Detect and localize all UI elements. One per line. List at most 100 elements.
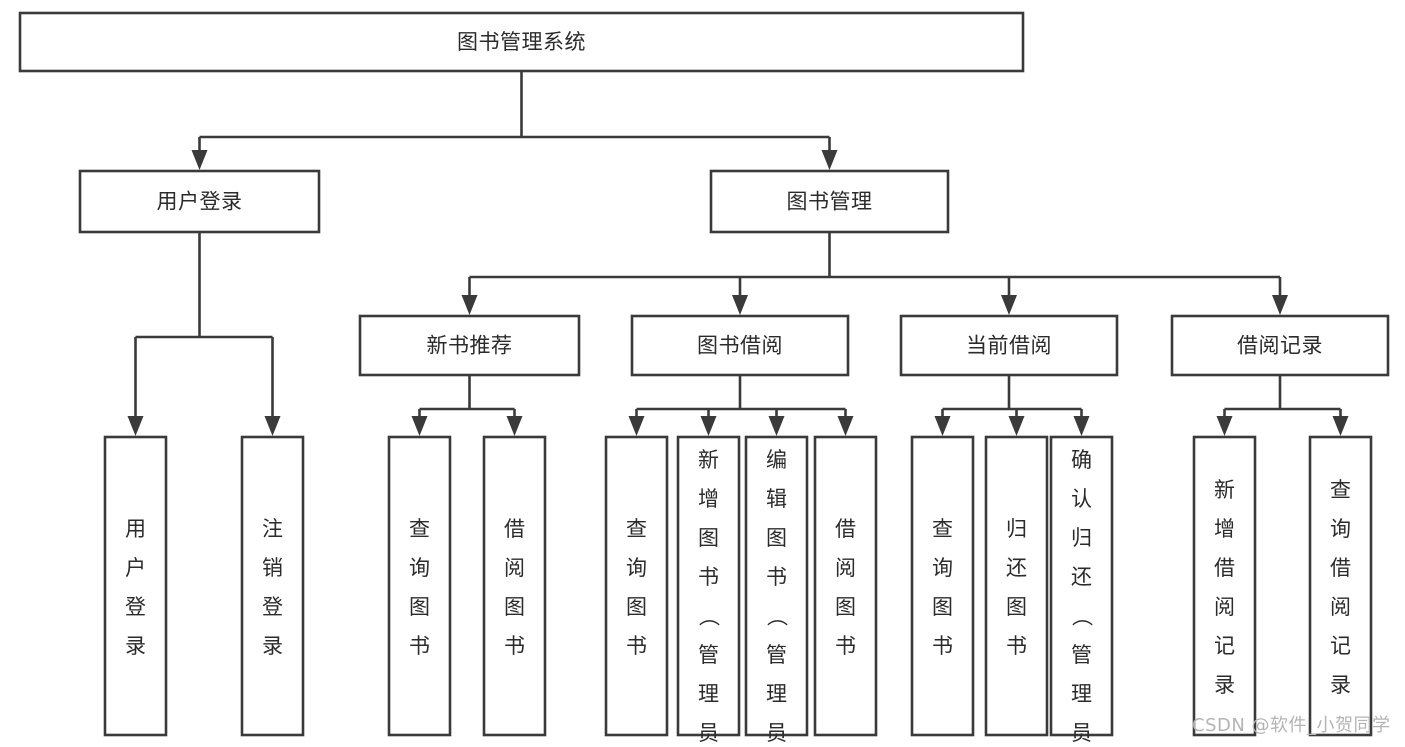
- node-label-char: 注: [262, 517, 283, 541]
- node-label-char: 编: [766, 448, 787, 472]
- node-label-char: （: [765, 606, 789, 627]
- node-label-user-login: 用户登录: [157, 190, 243, 214]
- node-label-char: 阅: [1214, 595, 1235, 619]
- arrow-head-icon: [837, 416, 854, 436]
- node-label-char: 询: [626, 556, 647, 580]
- node-box-current-borrow[interactable]: [899, 314, 1119, 377]
- node-box-borrow-records[interactable]: [1170, 314, 1390, 377]
- node-box-borrow-edit-book[interactable]: [744, 435, 809, 737]
- node-label-char: 书: [1006, 634, 1027, 658]
- node-label-char: 图: [626, 595, 647, 619]
- node-box-root[interactable]: [18, 11, 1025, 73]
- node-label-book-manage: 图书管理: [787, 190, 873, 214]
- node-label-char: 归: [1071, 526, 1092, 550]
- node-label-char: 理: [766, 682, 787, 706]
- node-label-char: 确: [1071, 448, 1092, 472]
- node-box-borrow-query-book[interactable]: [604, 435, 669, 737]
- node-box-current-query-book[interactable]: [910, 435, 975, 737]
- node-box-user-login-do[interactable]: [103, 435, 168, 737]
- node-box-book-manage[interactable]: [709, 169, 950, 234]
- arrow-head-icon: [821, 150, 838, 170]
- arrow-head-icon: [1272, 295, 1288, 315]
- node-label-char: 借: [835, 517, 856, 541]
- node-box-user-login[interactable]: [78, 169, 321, 234]
- node-user-login-do[interactable]: 用户登录: [103, 435, 168, 737]
- node-box-borrow-add-book[interactable]: [676, 435, 741, 737]
- node-label-char: 书: [932, 634, 953, 658]
- node-label-char: 阅: [835, 556, 856, 580]
- node-book-manage[interactable]: 图书管理: [709, 169, 950, 234]
- node-label-char: 还: [1006, 556, 1027, 580]
- node-label-char: 管: [766, 643, 787, 667]
- node-current-borrow[interactable]: 当前借阅: [899, 314, 1119, 377]
- node-book-borrow[interactable]: 图书借阅: [630, 314, 850, 377]
- node-label-char: 员: [698, 721, 719, 745]
- node-label-char: 图: [1006, 595, 1027, 619]
- node-label-char: 管: [698, 643, 719, 667]
- node-label-char: 员: [1071, 721, 1092, 745]
- node-label-char: 询: [409, 556, 430, 580]
- node-box-current-return-book[interactable]: [984, 435, 1049, 737]
- node-label-char: （: [1070, 606, 1094, 627]
- node-label-char: 增: [1214, 517, 1235, 541]
- node-label-char: 用: [125, 517, 146, 541]
- node-label-char: 图: [504, 595, 525, 619]
- node-label-char: 书: [626, 634, 647, 658]
- node-label-char: 员: [766, 721, 787, 745]
- arrow-head-icon: [768, 416, 785, 436]
- node-new-book-recommend[interactable]: 新书推荐: [358, 314, 581, 377]
- node-label-char: 书: [835, 634, 856, 658]
- node-label-char: 图: [698, 526, 719, 550]
- arrow-head-icon: [506, 416, 523, 436]
- node-box-record-query[interactable]: [1308, 435, 1373, 737]
- arrow-head-icon: [1216, 416, 1233, 436]
- node-label-char: 询: [932, 556, 953, 580]
- node-box-recommend-query-book[interactable]: [387, 435, 452, 737]
- node-label-char: 询: [1330, 517, 1351, 541]
- node-label-char: 图: [766, 526, 787, 550]
- node-box-borrow-borrow-book[interactable]: [813, 435, 878, 737]
- node-box-user-logout[interactable]: [240, 435, 305, 737]
- node-label-char: 查: [932, 517, 953, 541]
- node-box-book-borrow[interactable]: [630, 314, 850, 377]
- node-label-char: 图: [409, 595, 430, 619]
- node-borrow-records[interactable]: 借阅记录: [1170, 314, 1390, 377]
- node-box-recommend-borrow-book[interactable]: [482, 435, 547, 737]
- node-label-char: 理: [698, 682, 719, 706]
- arrow-head-icon: [934, 416, 951, 436]
- node-root[interactable]: 图书管理系统: [18, 11, 1025, 73]
- node-label-char: 记: [1214, 634, 1235, 658]
- node-label-char: 借: [504, 517, 525, 541]
- arrow-head-icon: [461, 295, 478, 315]
- node-label-book-borrow: 图书借阅: [697, 334, 783, 358]
- node-box-new-book-recommend[interactable]: [358, 314, 581, 377]
- node-label-borrow-records: 借阅记录: [1237, 334, 1323, 358]
- node-label-char: 认: [1071, 487, 1092, 511]
- node-user-login[interactable]: 用户登录: [78, 169, 321, 234]
- node-label-char: 销: [262, 556, 283, 580]
- arrow-head-icon: [1332, 416, 1349, 436]
- arrow-head-icon: [1001, 295, 1017, 315]
- node-box-record-add[interactable]: [1192, 435, 1257, 737]
- node-label-char: 借: [1214, 556, 1235, 580]
- connectors-layer: [127, 71, 1349, 436]
- node-label-char: 记: [1330, 634, 1351, 658]
- arrow-head-icon: [732, 295, 748, 315]
- node-box-current-confirm-return[interactable]: [1049, 435, 1114, 737]
- node-label-char: 新: [698, 448, 719, 472]
- node-label-char: 借: [1330, 556, 1351, 580]
